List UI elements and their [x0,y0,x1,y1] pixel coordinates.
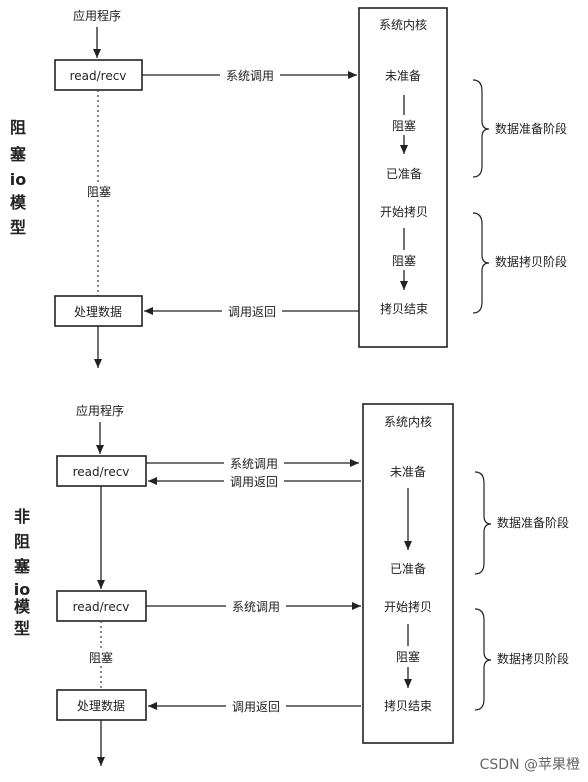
watermark: CSDN @苹果橙 [480,757,580,773]
blocking-wait-label: 阻塞 [87,184,111,199]
nonblocking-syscall-label-1: 系统调用 [230,457,278,471]
blocking-kernel-not-ready: 未准备 [385,69,421,83]
nonblocking-syscall-label-2: 系统调用 [232,600,280,614]
blocking-wait-bg [84,183,114,199]
blocking-kernel-box [358,7,448,348]
nonblocking-process-data-label: 处理数据 [77,698,125,713]
blocking-app-label: 应用程序 [73,8,121,23]
blocking-kernel-title: 系统内核 [379,18,427,32]
blocking-kernel-copy-done: 拷贝结束 [380,301,428,316]
nonblocking-kernel-not-ready: 未准备 [390,465,426,479]
nonblocking-title-char-1: 非 [14,507,30,526]
blocking-title-char-1: 阻 [10,118,26,137]
blocking-prepare-brace [472,79,490,178]
nonblocking-kernel-ready: 已准备 [390,562,426,576]
nonblocking-return-label-2: 调用返回 [232,700,280,714]
nonblocking-prepare-brace [474,471,492,575]
nonblocking-syscall-bg-2 [226,598,286,614]
nonblocking-read-recv-label-1: read/recv [73,465,130,479]
nonblocking-phase-prepare: 数据准备阶段 [497,515,569,530]
blocking-title-char-4: 模 [10,193,27,212]
blocking-process-data-box [54,295,143,327]
nonblocking-title-char-2: 阻 [14,532,30,551]
blocking-return-label: 调用返回 [228,305,276,319]
nonblocking-kernel-start-copy: 开始拷贝 [384,599,432,614]
nonblocking-phase-copy: 数据拷贝阶段 [497,651,569,666]
nonblocking-return-bg-1 [224,474,284,488]
blocking-syscall-label: 系统调用 [226,69,274,83]
nonblocking-app-label: 应用程序 [76,403,124,418]
blocking-phase-prepare: 数据准备阶段 [495,121,567,136]
nonblocking-kernel-copy-done: 拷贝结束 [384,698,432,713]
nonblocking-title-char-4: io [14,580,30,599]
blocking-kernel-ready: 已准备 [386,167,422,181]
blocking-title-char-2: 塞 [10,145,27,164]
nonblocking-return-bg-2 [226,698,286,714]
nonblocking-title-char-5: 模 [14,597,31,616]
blocking-io-model: 阻 塞 io 模 型 应用程序 read/recv 系统调用 阻塞 处理数据 调… [10,7,567,368]
nonblocking-process-data-box [56,689,147,721]
blocking-process-data-label: 处理数据 [74,304,122,319]
nonblocking-kernel-title: 系统内核 [384,415,432,429]
blocking-kernel-block: 阻塞 [392,118,416,133]
blocking-kernel-block-2: 阻塞 [392,253,416,268]
nonblocking-kernel-block: 阻塞 [396,649,420,664]
nonblocking-title-char-6: 型 [14,619,30,638]
blocking-phase-copy: 数据拷贝阶段 [495,254,567,269]
nonblocking-wait-label: 阻塞 [89,650,113,665]
blocking-return-bg [222,303,282,319]
nonblocking-read-recv-label-2: read/recv [73,600,130,614]
blocking-kernel-start-copy: 开始拷贝 [380,204,428,219]
blocking-syscall-bg [220,67,280,83]
nonblocking-copy-brace [474,608,492,711]
nonblocking-syscall-bg-1 [224,456,284,470]
nonblocking-read-recv-box-2 [56,590,147,622]
blocking-read-recv-label: read/recv [70,69,127,83]
nonblocking-title-char-3: 塞 [14,557,31,576]
nonblocking-io-model: 非 阻 塞 io 模 型 应用程序 read/recv 系统调用 调用返回 re… [14,403,569,766]
blocking-title-char-5: 型 [10,218,26,237]
blocking-title-char-3: io [10,170,26,189]
nonblocking-wait-bg [86,649,116,665]
blocking-copy-brace [472,212,490,314]
nonblocking-return-label-1: 调用返回 [230,475,278,489]
nonblocking-read-recv-box-1 [56,455,147,487]
